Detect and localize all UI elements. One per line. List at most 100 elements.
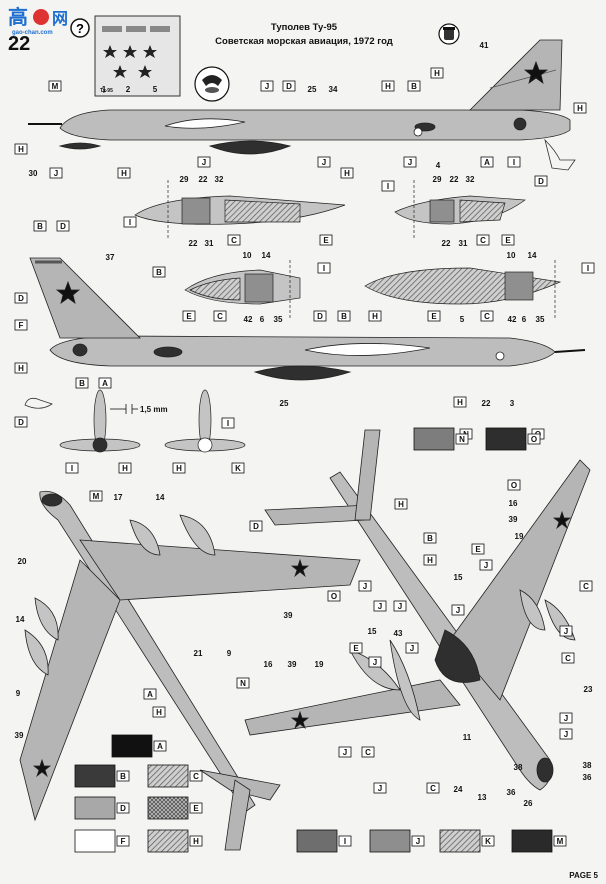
svg-text:K: K xyxy=(235,464,241,473)
letter-box-C: C xyxy=(213,310,227,322)
svg-text:J: J xyxy=(343,748,347,757)
svg-text:?: ? xyxy=(76,21,84,36)
letter-box-B: B xyxy=(423,532,437,544)
legend-swatch-O: O xyxy=(485,427,541,451)
letter-box-H: H xyxy=(118,462,132,474)
help-icon: ? xyxy=(70,18,90,38)
letter-box-H: H xyxy=(368,310,382,322)
letter-box-J: J xyxy=(368,656,382,668)
svg-text:I: I xyxy=(227,419,229,428)
legend-swatch-H: H xyxy=(147,829,203,853)
svg-text:J: J xyxy=(363,582,367,591)
svg-text:I: I xyxy=(344,837,346,846)
svg-text:Ту-95: Ту-95 xyxy=(100,88,113,94)
title-line-2: Советская морская авиация, 1972 год xyxy=(215,36,393,47)
letter-box-B: B xyxy=(337,310,351,322)
svg-text:E: E xyxy=(431,312,437,321)
svg-text:J: J xyxy=(416,837,420,846)
nacelle-left-2 xyxy=(184,260,301,320)
callout-16: 16 xyxy=(264,660,273,669)
letter-box-D: D xyxy=(14,292,28,304)
letter-box-H: H xyxy=(14,143,28,155)
svg-text:M: M xyxy=(557,837,564,846)
letter-box-I: I xyxy=(65,462,79,474)
svg-text:M: M xyxy=(93,492,100,501)
svg-text:B: B xyxy=(156,268,162,277)
svg-text:J: J xyxy=(564,714,568,723)
svg-text:J: J xyxy=(378,602,382,611)
callout-38: 38 xyxy=(514,763,523,772)
svg-text:H: H xyxy=(193,837,199,846)
callout-30: 30 xyxy=(29,169,38,178)
svg-text:O: O xyxy=(511,481,517,490)
svg-text:J: J xyxy=(378,784,382,793)
svg-text:O: O xyxy=(531,435,537,444)
letter-box-I: I xyxy=(381,180,395,192)
legend-swatch-K: K xyxy=(439,829,495,853)
letter-box-J: J xyxy=(317,156,331,168)
letter-box-J: J xyxy=(49,167,63,179)
callout-35: 35 xyxy=(536,315,545,324)
callout-14: 14 xyxy=(156,493,165,502)
dimension-text: 1,5 mm xyxy=(140,405,168,414)
letter-box-E: E xyxy=(471,543,485,555)
svg-text:H: H xyxy=(121,169,127,178)
svg-text:E: E xyxy=(353,644,359,653)
letter-box-C: C xyxy=(480,310,494,322)
svg-text:B: B xyxy=(341,312,347,321)
svg-text:H: H xyxy=(385,82,391,91)
svg-text:N: N xyxy=(459,435,465,444)
callout-35: 35 xyxy=(274,315,283,324)
callout-15: 15 xyxy=(454,573,463,582)
callout-2: 2 xyxy=(126,85,131,94)
svg-text:D: D xyxy=(317,312,323,321)
svg-text:E: E xyxy=(475,545,481,554)
letter-box-B: B xyxy=(152,266,166,278)
svg-text:I: I xyxy=(323,264,325,273)
svg-text:D: D xyxy=(120,804,126,813)
callout-32: 32 xyxy=(466,175,475,184)
letter-box-C: C xyxy=(426,782,440,794)
callout-16: 16 xyxy=(509,499,518,508)
svg-text:F: F xyxy=(19,321,24,330)
letter-box-O: O xyxy=(327,590,341,602)
callout-14: 14 xyxy=(262,251,271,260)
callout-26: 26 xyxy=(524,799,533,808)
callout-29: 29 xyxy=(433,175,442,184)
svg-text:H: H xyxy=(18,364,24,373)
callout-22: 22 xyxy=(189,239,198,248)
callout-17: 17 xyxy=(114,493,123,502)
letter-box-E: E xyxy=(349,642,363,654)
svg-text:B: B xyxy=(79,379,85,388)
letter-box-E: E xyxy=(319,234,333,246)
letter-box-D: D xyxy=(313,310,327,322)
legend-swatch-I: I xyxy=(296,829,352,853)
callout-21: 21 xyxy=(194,649,203,658)
letter-box-J: J xyxy=(559,712,573,724)
callout-14: 14 xyxy=(528,251,537,260)
callout-31: 31 xyxy=(205,239,214,248)
svg-text:B: B xyxy=(427,534,433,543)
svg-text:H: H xyxy=(398,500,404,509)
svg-text:H: H xyxy=(156,708,162,717)
svg-text:J: J xyxy=(564,730,568,739)
svg-text:H: H xyxy=(18,145,24,154)
letter-box-J: J xyxy=(451,604,465,616)
letter-box-N: N xyxy=(236,677,250,689)
nacelle-right-2 xyxy=(364,260,562,320)
callout-22: 22 xyxy=(442,239,451,248)
callout-3: 3 xyxy=(510,399,515,408)
svg-text:C: C xyxy=(480,236,486,245)
letter-box-D: D xyxy=(14,416,28,428)
watermark-glyph: 高 xyxy=(8,5,28,29)
side-view-bottom xyxy=(24,257,586,409)
svg-text:C: C xyxy=(484,312,490,321)
letter-box-F: F xyxy=(14,319,28,331)
callout-36: 36 xyxy=(507,788,516,797)
svg-text:I: I xyxy=(71,464,73,473)
svg-text:B: B xyxy=(411,82,417,91)
callout-34: 34 xyxy=(329,85,338,94)
svg-text:I: I xyxy=(129,218,131,227)
